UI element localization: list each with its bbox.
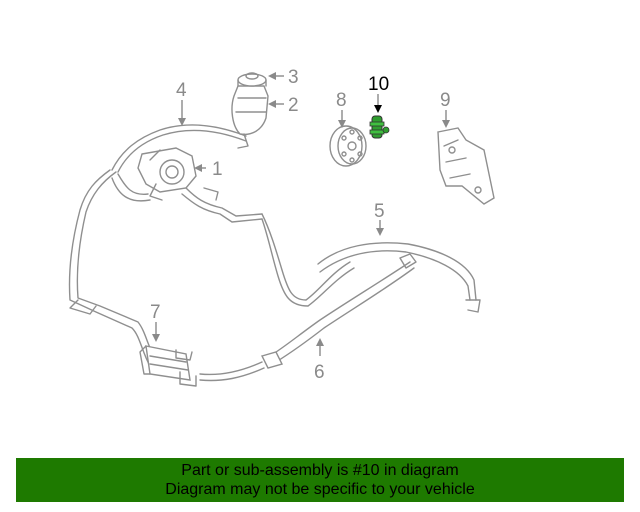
callout-6[interactable]: 6	[314, 362, 325, 383]
part-3-cap	[237, 72, 267, 87]
banner-line-2: Diagram may not be specific to your vehi…	[165, 481, 475, 498]
callout-1[interactable]: 1	[212, 159, 223, 180]
part-8-pulley	[329, 125, 367, 167]
info-banner: Part or sub-assembly is #10 in diagram D…	[16, 458, 624, 502]
return-line-left	[68, 169, 157, 367]
leader-lines	[152, 72, 450, 356]
supply-line	[261, 213, 355, 307]
part-4-hose	[111, 124, 247, 173]
callout-7[interactable]: 7	[150, 302, 161, 323]
callout-3[interactable]: 3	[288, 67, 299, 88]
part-2-reservoir	[231, 85, 269, 149]
part-5-hose	[317, 242, 481, 313]
callout-5[interactable]: 5	[374, 201, 385, 222]
part-7-cooler	[139, 345, 197, 387]
part-1-pump	[111, 147, 263, 223]
callout-2[interactable]: 2	[288, 95, 299, 116]
callout-8[interactable]: 8	[336, 90, 347, 111]
banner-line-1: Part or sub-assembly is #10 in diagram	[181, 462, 459, 479]
callout-4[interactable]: 4	[176, 80, 187, 101]
callout-9[interactable]: 9	[440, 90, 451, 111]
parts-diagram: 1 2 3 4 5 6 7 8 9 10	[68, 67, 495, 387]
part-9-bracket	[437, 127, 495, 205]
callout-10[interactable]: 10	[368, 74, 389, 95]
part-6-hose	[199, 261, 415, 382]
part-10-highlighted[interactable]	[369, 115, 390, 139]
